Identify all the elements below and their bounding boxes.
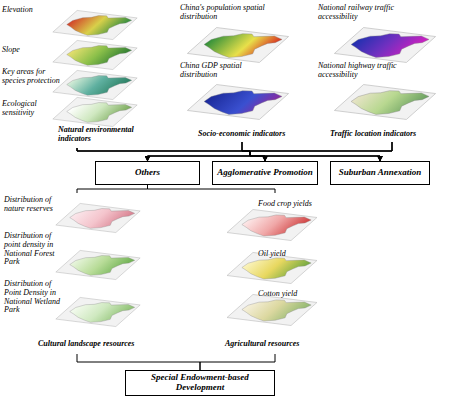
layer-label: Distribution of point density in Nationa… xyxy=(4,232,66,267)
layer-label: China GDP spatial distribution xyxy=(180,62,275,80)
connector-line xyxy=(77,148,380,161)
group-heading: Socio-economic indicators xyxy=(198,130,310,139)
layer-label: Food crop yields xyxy=(258,200,338,209)
connector-line xyxy=(77,354,200,370)
connector-line xyxy=(242,142,265,161)
map-layer xyxy=(227,294,317,325)
group-heading: Natural environmental indicators xyxy=(58,126,150,144)
connector-line xyxy=(148,185,276,193)
process-box: Agglomerative Promotion xyxy=(212,161,318,185)
map-layer xyxy=(53,70,137,99)
layer-label: China's population spatial distribution xyxy=(180,4,275,22)
map-layer xyxy=(187,85,288,120)
map-stack-group: China's population spatial distributionC… xyxy=(172,2,312,142)
map-layer xyxy=(53,10,137,39)
process-box: Others xyxy=(95,161,200,185)
layer-label: Cotton yield xyxy=(258,290,318,299)
connector-line xyxy=(250,142,392,161)
connector-line xyxy=(77,185,148,193)
layer-label: Key areas for species protection xyxy=(2,68,64,86)
map-layer xyxy=(227,209,317,240)
layer-label: Ecological sensitivity xyxy=(2,100,57,118)
connector-line xyxy=(148,142,251,161)
group-heading: Traffic location indicators xyxy=(330,130,460,139)
process-box: Suburban Annexation xyxy=(330,161,430,185)
layer-label: National railway traffic accessibility xyxy=(318,4,418,22)
connector-line xyxy=(148,142,393,161)
map-layer xyxy=(56,297,140,326)
connector-line xyxy=(242,142,380,161)
layer-label: Distribution of nature reserves xyxy=(4,196,59,214)
layer-label: Slope xyxy=(2,46,52,55)
connector-line xyxy=(77,148,265,161)
layer-label: National highway traffic accessibility xyxy=(318,62,418,80)
process-box: Special Endowment-based Development xyxy=(125,370,275,396)
map-layer xyxy=(187,28,288,63)
group-heading: Agricultural resources xyxy=(225,340,345,349)
connector-line xyxy=(77,148,250,161)
map-stack-group: ElevationSlopeKey areas for species prot… xyxy=(2,2,152,148)
map-layer xyxy=(56,250,140,279)
layer-label: Elevation xyxy=(2,6,57,15)
layer-label: Oil yield xyxy=(258,250,318,259)
map-stack-group: Distribution of nature reservesDistribut… xyxy=(2,193,152,354)
layer-label: Distribution of Point Density in Nationa… xyxy=(4,280,66,315)
map-layer xyxy=(53,97,137,126)
map-stack-group: National railway traffic accessibilityNa… xyxy=(312,2,472,142)
map-layer xyxy=(53,40,137,69)
map-layer xyxy=(56,203,140,232)
box-label: Special Endowment-based Development xyxy=(126,373,274,393)
map-layer xyxy=(334,28,435,63)
group-heading: Cultural landscape resources xyxy=(38,340,148,349)
box-label: Agglomerative Promotion xyxy=(217,168,313,178)
box-label: Others xyxy=(135,168,160,178)
connector-line xyxy=(200,354,275,370)
map-layer xyxy=(334,85,435,120)
box-label: Suburban Annexation xyxy=(339,168,421,178)
map-stack-group: Food crop yieldsOil yieldCotton yieldAgr… xyxy=(200,193,350,354)
connector-line xyxy=(250,142,392,161)
